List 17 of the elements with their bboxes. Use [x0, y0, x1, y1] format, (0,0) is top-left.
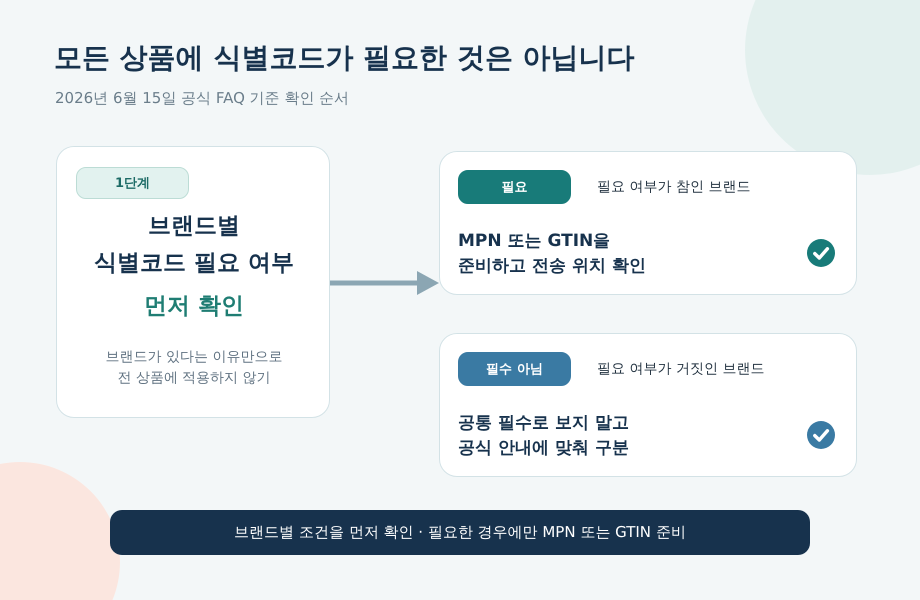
- title: 모든 상품에 식별코드가 필요한 것은 아닙니다: [54, 40, 635, 76]
- note-text: 브랜드가 있다는 이유만으로 전 상품에 적용하지 않기: [104, 348, 284, 388]
- category-label: 필요 여부가 참인 브랜드: [597, 178, 752, 197]
- info-card: [56, 146, 330, 418]
- info-card: [439, 333, 857, 477]
- highlight-text: 먼저 확인: [142, 292, 245, 321]
- summary-banner: 브랜드별 조건을 먼저 확인 · 필요한 경우에만 MPN 또는 GTIN 준비: [110, 510, 810, 555]
- subtitle: 2026년 6월 15일 공식 FAQ 기준 확인 순서: [55, 88, 350, 109]
- status-badge: 필요: [458, 170, 571, 204]
- body-text: MPN 또는 GTIN을 준비하고 전송 위치 확인: [458, 230, 647, 278]
- info-card: [439, 151, 857, 295]
- arrow: [330, 271, 439, 295]
- step-badge: 1단계: [76, 167, 189, 199]
- body-text: 공통 필수로 보지 말고 공식 안내에 맞춰 구분: [458, 412, 630, 460]
- status-badge: 필수 아님: [458, 352, 571, 386]
- card-heading: 브랜드별 식별코드 필요 여부: [92, 212, 295, 278]
- category-label: 필요 여부가 거짓인 브랜드: [597, 360, 766, 379]
